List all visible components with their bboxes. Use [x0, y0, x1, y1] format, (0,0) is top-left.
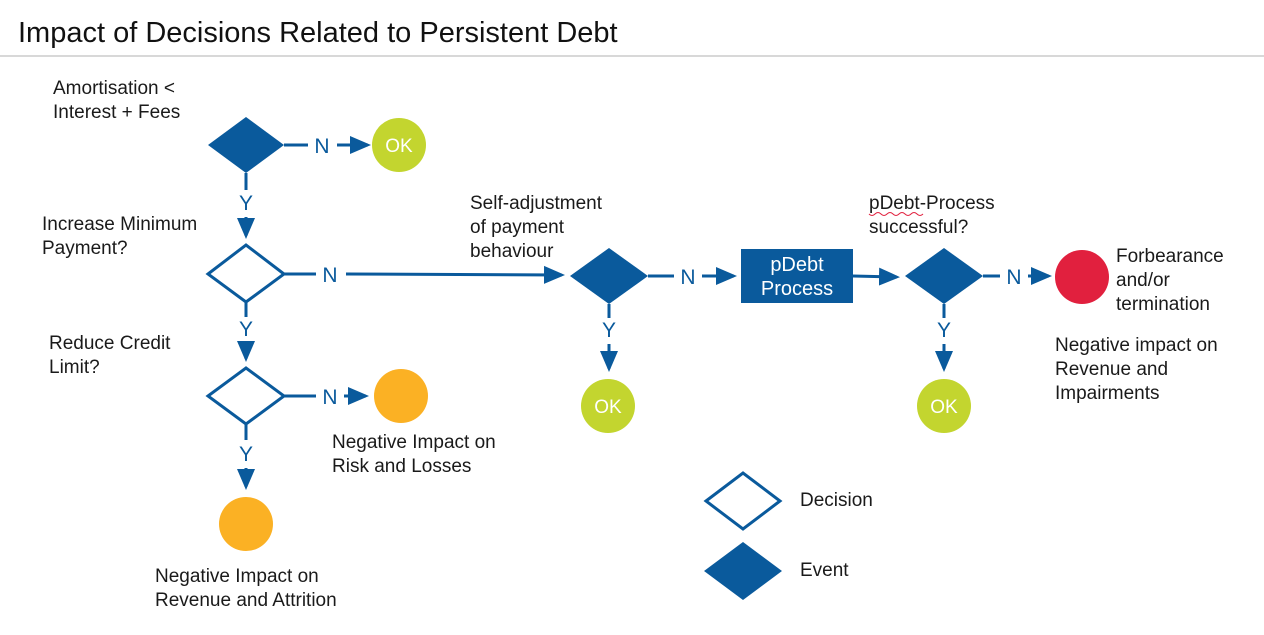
event-diamond-self-adjust: [570, 248, 648, 304]
legend-decision-diamond: [703, 471, 783, 531]
legend-decision-label: Decision: [800, 490, 873, 511]
decision-diamond-reduce-limit: [205, 366, 287, 426]
label-forbearance-line3: termination: [1116, 294, 1210, 315]
label-amortisation-line2: Interest + Fees: [53, 102, 180, 123]
label-amortisation-line1: Amortisation <: [53, 78, 175, 99]
label-neg-rev-att-line1: Negative Impact on: [155, 566, 319, 587]
label-increase-min-line2: Payment?: [42, 238, 128, 259]
legend-event-label: Event: [800, 560, 849, 581]
label-neg-rev-imp-line1: Negative impact on: [1055, 335, 1218, 356]
no-label: N: [680, 266, 695, 289]
ok-label-2: OK: [594, 397, 622, 418]
page-title: Impact of Decisions Related to Persisten…: [18, 17, 618, 49]
outcome-circle-risk: [374, 369, 428, 423]
no-label: N: [322, 264, 337, 287]
arrow-to-pdebt-decision: [852, 267, 900, 286]
label-reduce-limit-line1: Reduce Credit: [49, 333, 171, 354]
label-self-adjust-line2: of payment: [470, 217, 565, 238]
label-increase-min-line1: Increase Minimum: [42, 214, 197, 235]
ok-circle-1: [372, 118, 426, 172]
label-reduce-limit-line2: Limit?: [49, 357, 100, 378]
label-neg-rev-att-line2: Revenue and Attrition: [155, 590, 337, 611]
label-neg-rev-imp-line3: Impairments: [1055, 383, 1160, 404]
spellcheck-underline: [868, 212, 924, 216]
ok-label-1: OK: [385, 136, 413, 157]
ok-circle-2: [581, 379, 635, 433]
yes-label: Y: [239, 443, 253, 466]
label-pdebt-success-line2: successful?: [869, 217, 968, 238]
ok-label-3: OK: [930, 397, 958, 418]
process-box-line1: pDebt: [770, 254, 824, 276]
no-label: N: [1006, 266, 1021, 289]
label-forbearance-line2: and/or: [1116, 270, 1171, 291]
yes-label: Y: [239, 192, 253, 215]
yes-label: Y: [239, 318, 253, 341]
decision-diamond-increase-min: [205, 243, 287, 304]
pdebt-process-box: [741, 249, 853, 303]
label-neg-risk-line1: Negative Impact on: [332, 432, 496, 453]
legend-event-diamond: [704, 542, 782, 600]
event-diamond-pdebt-success: [905, 248, 983, 304]
label-pdebt-success-line1: pDebt-Process: [869, 193, 995, 214]
outcome-circle-forbearance: [1055, 250, 1109, 304]
label-self-adjust-line3: behaviour: [470, 241, 554, 262]
yes-label: Y: [937, 319, 951, 342]
no-label: N: [314, 135, 329, 158]
yes-label: Y: [602, 319, 616, 342]
process-box-line2: Process: [761, 278, 833, 300]
outcome-circle-revenue-attrition: [219, 497, 273, 551]
event-diamond-amortisation: [208, 117, 284, 173]
label-forbearance-line1: Forbearance: [1116, 246, 1224, 267]
label-neg-rev-imp-line2: Revenue and: [1055, 359, 1168, 380]
label-self-adjust-line1: Self-adjustment: [470, 193, 603, 214]
arrow-to-self-adjust: [345, 265, 565, 284]
ok-circle-3: [917, 379, 971, 433]
no-label: N: [322, 386, 337, 409]
label-neg-risk-line2: Risk and Losses: [332, 456, 471, 477]
